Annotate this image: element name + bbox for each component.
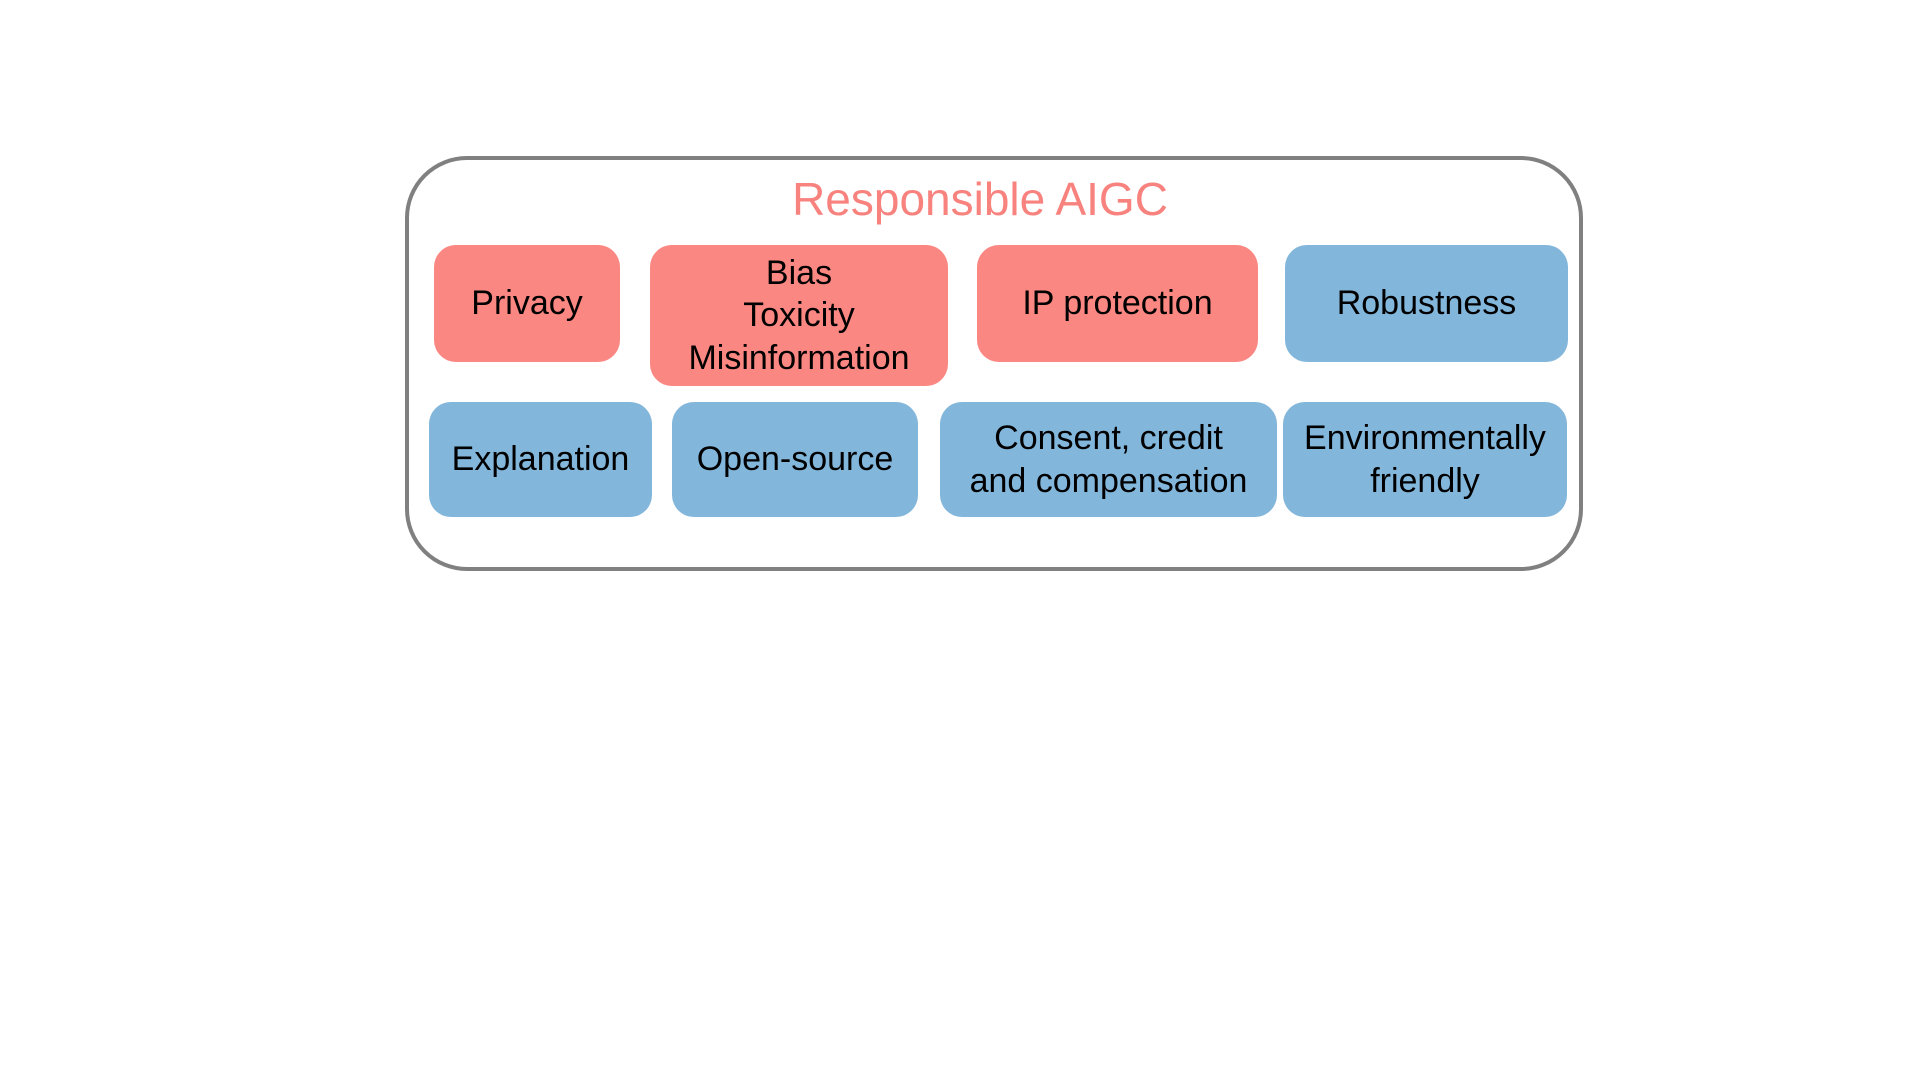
box-label: Privacy — [471, 284, 583, 323]
box-open-source: Open-source — [672, 402, 918, 517]
box-label: Open-source — [696, 440, 894, 479]
box-label: Consent, credit — [994, 419, 1223, 457]
box-label: IP protection — [1022, 284, 1213, 323]
box-label: Explanation — [451, 440, 630, 479]
box-robustness: Robustness — [1285, 245, 1568, 362]
box-explanation: Explanation — [429, 402, 652, 517]
box-label: Environmentally — [1304, 419, 1546, 457]
box-label: Toxicity — [743, 296, 855, 335]
box-consent-credit-compensation: Consent, credit and compensation — [940, 402, 1277, 517]
box-label: Robustness — [1336, 284, 1517, 323]
box-label: friendly — [1370, 461, 1480, 500]
box-label: Bias — [765, 253, 833, 292]
box-environmentally-friendly: Environmentally friendly — [1283, 402, 1567, 517]
figure-title: Responsible AIGC — [792, 173, 1168, 225]
box-ip-protection: IP protection — [977, 245, 1258, 362]
box-bias-toxicity-misinformation: Bias Toxicity Misinformation — [650, 245, 948, 386]
box-label: and compensation — [969, 461, 1248, 500]
box-privacy: Privacy — [434, 245, 620, 362]
box-label: Misinformation — [688, 338, 910, 377]
